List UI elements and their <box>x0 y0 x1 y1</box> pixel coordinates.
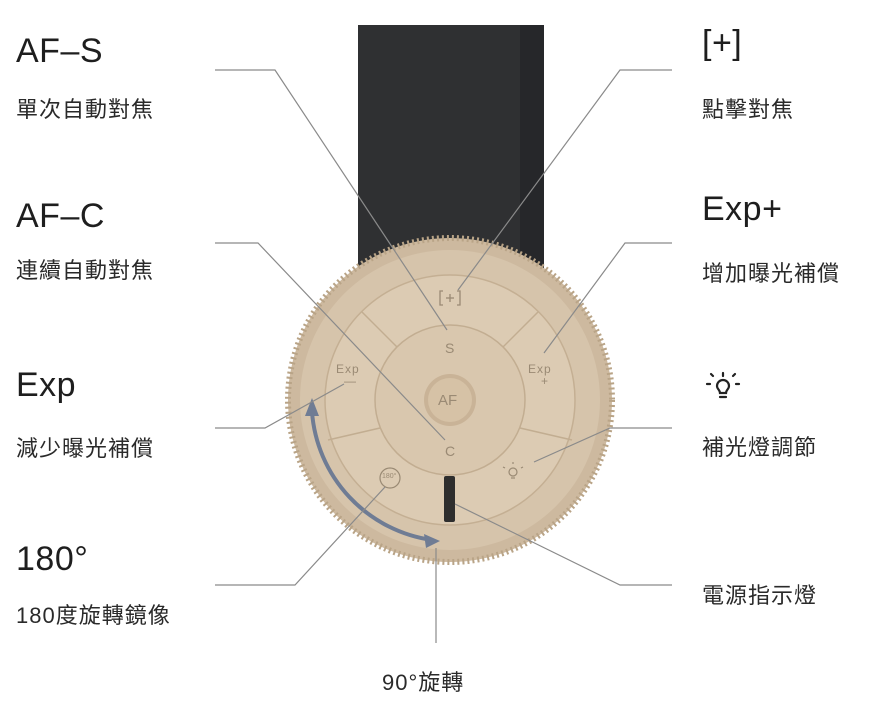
rotation-arrow-head <box>305 398 319 416</box>
af-c-title: AF–C <box>16 197 105 235</box>
rotate-180-title: 180° <box>16 540 89 578</box>
knob-180-badge-label: 180° <box>382 473 397 480</box>
rotate-180-badge <box>379 467 401 489</box>
light-bulb-icon <box>705 371 741 399</box>
power-indicator-slot <box>444 476 455 522</box>
rotation-arrow-tail <box>424 534 440 548</box>
af-c-subtitle: 連續自動對焦 <box>16 258 155 283</box>
af-button-top <box>428 378 472 422</box>
knob-s-label: S <box>445 340 455 356</box>
fill-light-knob-icon <box>502 462 524 479</box>
outer-dial-ridge <box>285 235 615 565</box>
leader-lines <box>215 69 672 643</box>
point-focus-title: [+] <box>702 24 743 62</box>
segment-dividers <box>327 311 573 441</box>
exp-plus-title: Exp+ <box>702 190 783 228</box>
knob-plus-sign: + <box>541 374 549 388</box>
knob-exp-minus-label: Exp <box>336 362 360 376</box>
knob-exp-plus-label: Exp <box>528 362 552 376</box>
fill-light-subtitle: 補光燈調節 <box>702 435 818 460</box>
rotate-90-label: 90°旋轉 <box>382 670 465 695</box>
point-focus-icon <box>439 290 461 306</box>
exp-minus-title: Exp <box>16 366 77 404</box>
knob-af-label: AF <box>438 392 458 409</box>
point-focus-subtitle: 點擊對焦 <box>702 97 795 122</box>
af-s-title: AF–S <box>16 32 104 70</box>
exp-minus-subtitle: 減少曝光補償 <box>16 436 155 461</box>
knob-c-label: C <box>445 443 456 459</box>
rotation-arrow <box>310 411 433 542</box>
power-indicator-subtitle: 電源指示燈 <box>702 583 818 608</box>
exp-plus-subtitle: 增加曝光補償 <box>702 261 841 286</box>
rotate-180-subtitle: 180度旋轉鏡像 <box>16 603 171 628</box>
af-s-subtitle: 單次自動對焦 <box>16 97 155 122</box>
knob-minus-sign: — <box>344 374 356 388</box>
